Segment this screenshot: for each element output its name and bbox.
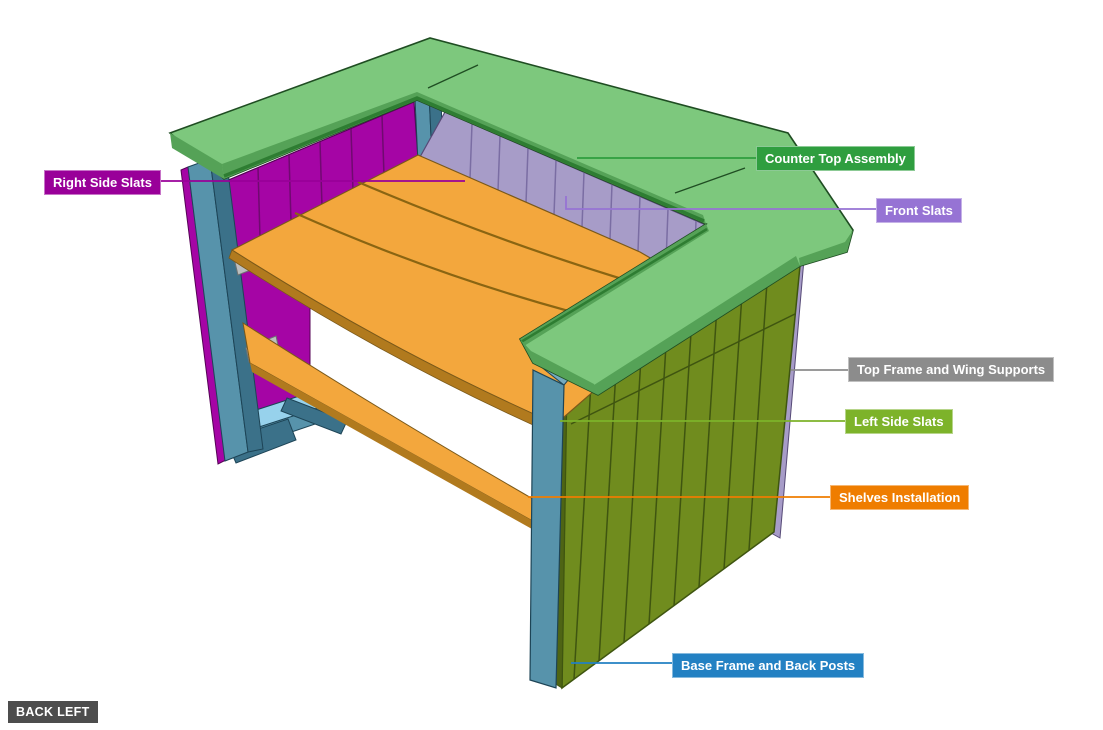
counter-trim-board xyxy=(223,96,705,223)
label-right-side-slats: Right Side Slats xyxy=(44,170,161,195)
counter-top-assembly-solid xyxy=(168,37,854,396)
right-side-slat-lines xyxy=(257,115,385,239)
left-side-slat-lines xyxy=(570,281,798,680)
label-front-slats: Front Slats xyxy=(876,198,962,223)
label-top-frame-wing-supports: Top Frame and Wing Supports xyxy=(848,357,1055,382)
label-base-frame-back-posts: Base Frame and Back Posts xyxy=(672,653,865,678)
counter-edge-face xyxy=(222,92,706,224)
counter-left-cap xyxy=(170,133,224,179)
counter-bottom-edge xyxy=(594,256,800,395)
counter-wing-trim xyxy=(520,227,708,344)
counter-right-cap xyxy=(799,230,853,266)
counter-seams xyxy=(427,64,746,194)
label-counter-top-assembly: Counter Top Assembly xyxy=(756,146,915,171)
leader-lines xyxy=(157,157,876,664)
label-left-side-slats: Left Side Slats xyxy=(845,409,953,434)
view-orientation-badge: BACK LEFT xyxy=(8,701,98,723)
leader-front-slats xyxy=(565,196,876,210)
counter-cap-face xyxy=(520,339,598,395)
label-shelves-installation: Shelves Installation xyxy=(830,485,970,510)
